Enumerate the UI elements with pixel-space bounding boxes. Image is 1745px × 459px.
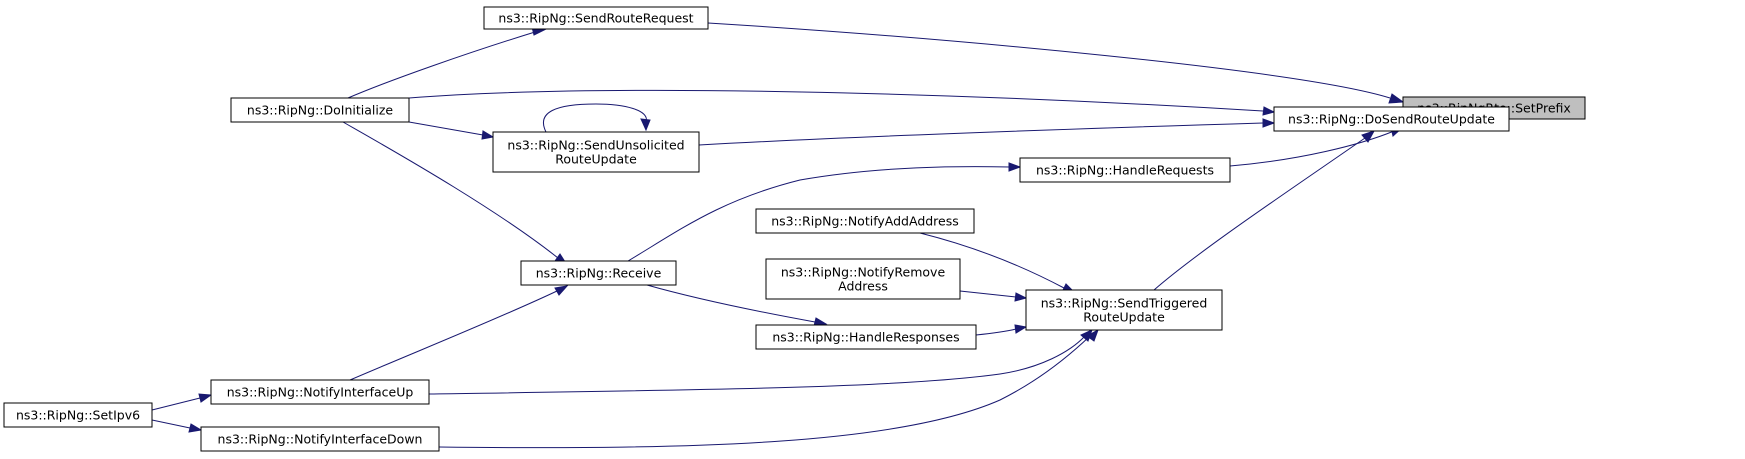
node-label: ns3::RipNg::SetIpv6: [16, 408, 140, 423]
edge-line: [543, 103, 647, 133]
node-notify-interface-down[interactable]: ns3::RipNg::NotifyInterfaceDown: [200, 426, 440, 452]
node-label: ns3::RipNg::SendRouteRequest: [498, 11, 693, 26]
edge-set-ipv6-to-notify-interface-down: [151, 419, 203, 433]
node-box: [1019, 157, 1231, 183]
node-do-initialize[interactable]: ns3::RipNg::DoInitialize: [230, 97, 410, 123]
edge-line: [151, 419, 191, 429]
nodes-layer: ns3::RipNgRte::SetPrefixns3::RipNg::Send…: [3, 6, 1586, 452]
node-set-ipv6[interactable]: ns3::RipNg::SetIpv6: [3, 402, 153, 428]
node-box: [1273, 106, 1510, 132]
node-box: [520, 260, 677, 286]
arrowhead-icon: [554, 285, 569, 296]
node-notify-interface-up[interactable]: ns3::RipNg::NotifyInterfaceUp: [210, 379, 430, 405]
edge-line: [438, 335, 1091, 449]
node-box: [765, 258, 961, 300]
edge-set-ipv6-to-notify-interface-up: [151, 393, 213, 411]
arrowhead-icon: [640, 118, 651, 132]
edge-handle-responses-to-send-triggered-route-update: [975, 324, 1028, 336]
edge-notify-interface-down-to-send-triggered-route-update: [438, 328, 1099, 449]
edge-line: [1229, 130, 1395, 167]
edge-receive-to-handle-requests: [627, 162, 1022, 262]
edge-send-unsolicited-route-update-to-do-send-route-update: [698, 118, 1276, 146]
node-box: [1025, 289, 1223, 331]
edge-line: [975, 328, 1017, 336]
node-label: ns3::RipNg::HandleRequests: [1036, 163, 1214, 178]
arrowhead-icon: [1262, 118, 1276, 128]
node-label: ns3::RipNg::SendTriggered: [1041, 296, 1208, 311]
node-label: ns3::RipNg::DoSendRouteUpdate: [1288, 112, 1495, 127]
arrowhead-icon: [198, 393, 213, 403]
node-box: [200, 426, 440, 452]
node-do-send-route-update[interactable]: ns3::RipNg::DoSendRouteUpdate: [1273, 106, 1510, 132]
edge-line: [408, 121, 484, 136]
node-label: ns3::RipNg::SendUnsolicited: [507, 138, 684, 153]
edge-line: [428, 335, 1086, 395]
edge-line: [646, 284, 816, 323]
node-handle-requests[interactable]: ns3::RipNg::HandleRequests: [1019, 157, 1231, 183]
edge-line: [151, 397, 201, 411]
edge-send-triggered-route-update-to-do-send-route-update: [1153, 130, 1376, 291]
node-box: [483, 6, 709, 30]
node-box: [755, 324, 977, 350]
edge-line: [347, 31, 536, 99]
edge-line: [919, 232, 1065, 289]
arrowhead-icon: [1014, 324, 1028, 334]
edge-line: [959, 290, 1017, 298]
arrowhead-icon: [1086, 328, 1099, 342]
node-label: ns3::RipNg::NotifyInterfaceDown: [218, 432, 423, 447]
edge-line: [707, 22, 1391, 99]
edge-send-unsolicited-route-update-to-send-unsolicited-route-update: [543, 103, 651, 133]
edge-handle-requests-to-set-prefix: [1229, 126, 1405, 167]
edge-do-initialize-to-do-send-route-update: [408, 89, 1276, 116]
edge-do-initialize-to-send-route-request: [347, 26, 548, 99]
arrowhead-icon: [1262, 106, 1276, 116]
node-box: [230, 97, 410, 123]
edge-notify-remove-address-to-send-triggered-route-update: [959, 290, 1028, 302]
node-receive[interactable]: ns3::RipNg::Receive: [520, 260, 677, 286]
node-label: ns3::RipNg::NotifyInterfaceUp: [227, 385, 414, 400]
edge-line: [349, 290, 558, 381]
edge-line: [342, 121, 559, 259]
edge-notify-interface-up-to-receive: [349, 285, 569, 381]
arrowhead-icon: [188, 423, 203, 433]
edge-do-initialize-to-send-unsolicited-route-update: [408, 121, 495, 140]
node-notify-add-address[interactable]: ns3::RipNg::NotifyAddAddress: [755, 208, 975, 234]
arrowhead-icon: [1361, 130, 1376, 143]
node-label: ns3::RipNg::NotifyAddAddress: [771, 214, 959, 229]
edge-send-route-request-to-set-prefix: [707, 22, 1405, 104]
edge-line: [408, 89, 1264, 112]
node-label: Address: [838, 279, 888, 294]
node-box: [755, 208, 975, 234]
arrowhead-icon: [1008, 162, 1022, 172]
node-box: [210, 379, 430, 405]
node-label: ns3::RipNg::Receive: [536, 266, 662, 281]
node-label: ns3::RipNg::NotifyRemove: [781, 265, 946, 280]
node-label: RouteUpdate: [1083, 310, 1165, 325]
node-send-route-request[interactable]: ns3::RipNg::SendRouteRequest: [483, 6, 709, 30]
node-label: ns3::RipNg::HandleResponses: [772, 330, 959, 345]
node-handle-responses[interactable]: ns3::RipNg::HandleResponses: [755, 324, 977, 350]
edge-line: [698, 122, 1264, 146]
arrowhead-icon: [1014, 292, 1028, 302]
node-label: ns3::RipNg::DoInitialize: [247, 103, 394, 118]
edge-line: [1153, 137, 1366, 291]
node-box: [492, 131, 700, 173]
node-box: [3, 402, 153, 428]
arrowhead-icon: [1388, 93, 1405, 104]
node-label: RouteUpdate: [555, 152, 637, 167]
edge-line: [627, 166, 1011, 262]
arrowhead-icon: [481, 130, 495, 140]
